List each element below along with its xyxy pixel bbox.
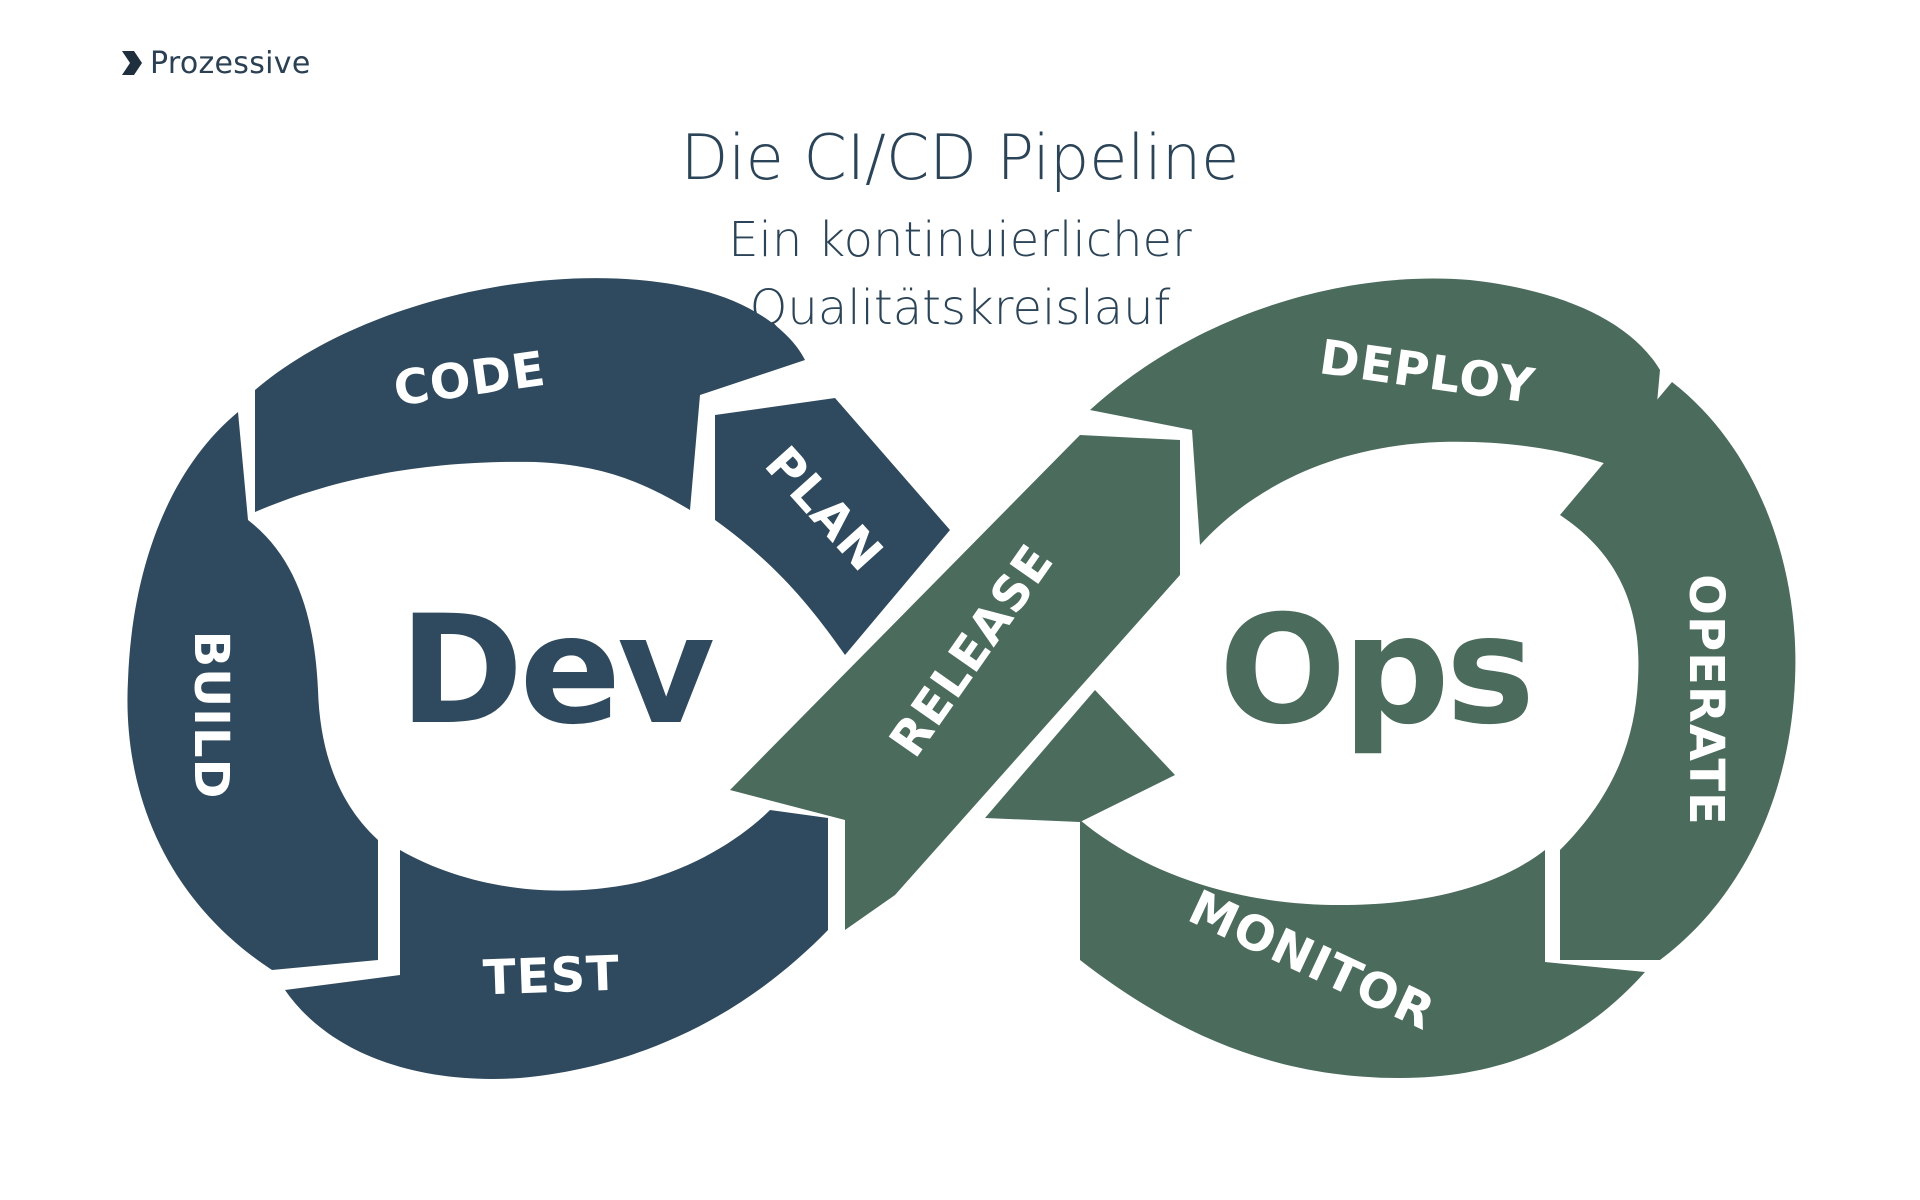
ops-arrow-tip: [985, 690, 1175, 822]
stage-segment-build[interactable]: [127, 412, 378, 970]
dev-loop: [127, 278, 950, 1079]
ops-center-label: Ops: [1219, 584, 1531, 758]
ops-loop: [730, 278, 1796, 1078]
subtitle-line-2: Qualitätskreislauf: [749, 280, 1171, 336]
stage-segment-plan[interactable]: [715, 398, 950, 655]
stage-segment-code[interactable]: [255, 278, 805, 512]
stage-label-test: TEST: [482, 946, 621, 1007]
brand-logo[interactable]: Prozessive: [120, 45, 311, 81]
subtitle-line-1: Ein kontinuierlicher: [728, 212, 1192, 268]
page-title: Die CI/CD Pipeline: [680, 121, 1240, 194]
stage-label-build: BUILD: [183, 631, 239, 800]
dev-center-label: Dev: [399, 584, 713, 758]
stage-segment-operate[interactable]: [1560, 382, 1796, 960]
stage-segment-monitor[interactable]: [1080, 820, 1645, 1078]
stage-segment-test[interactable]: [285, 810, 828, 1079]
brand-name: Prozessive: [150, 45, 311, 81]
stage-segment-deploy[interactable]: [1090, 278, 1660, 545]
stage-segment-release[interactable]: [730, 435, 1180, 930]
page-subtitle: Ein kontinuierlicher Qualitätskreislauf: [0, 206, 1920, 342]
chevron-right-icon: [122, 51, 142, 75]
stage-label-operate: OPERATE: [1678, 574, 1734, 826]
